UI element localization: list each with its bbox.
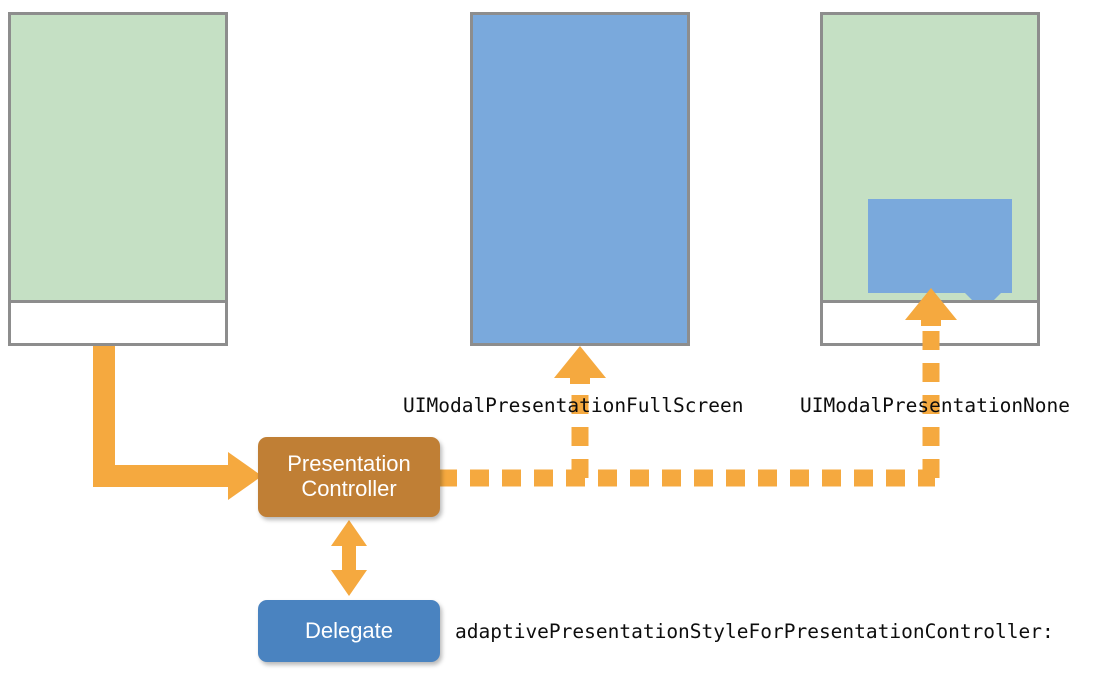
presentation-controller-label: Presentation Controller <box>287 452 411 501</box>
fullscreen-device-content <box>473 15 687 343</box>
popover-device-frame <box>820 12 1040 346</box>
none-style-label: UIModalPresentationNone <box>800 394 1071 417</box>
popover-device-content <box>823 15 1037 306</box>
controller-delegate-arrow <box>331 520 367 596</box>
delegate-node[interactable]: Delegate <box>258 600 440 662</box>
popover-shape <box>868 199 1012 306</box>
source-device-frame <box>8 12 228 346</box>
controller-to-popover-arrow <box>905 288 957 478</box>
fullscreen-device-frame <box>470 12 690 346</box>
source-device-bottom-bar <box>11 300 225 343</box>
delegate-label: Delegate <box>304 617 394 643</box>
presentation-controller-node[interactable]: Presentation Controller <box>258 437 440 517</box>
controller-to-fullscreen-arrow <box>554 346 606 478</box>
source-device-content <box>11 15 225 306</box>
presentation-controller-label-line1: Presentation <box>287 451 411 477</box>
delegate-method-label: adaptivePresentationStyleForPresentation… <box>455 620 1054 643</box>
presentation-controller-label-line2: Controller <box>301 476 397 501</box>
fullscreen-style-label: UIModalPresentationFullScreen <box>403 394 744 417</box>
source-to-controller-arrow <box>93 346 262 500</box>
